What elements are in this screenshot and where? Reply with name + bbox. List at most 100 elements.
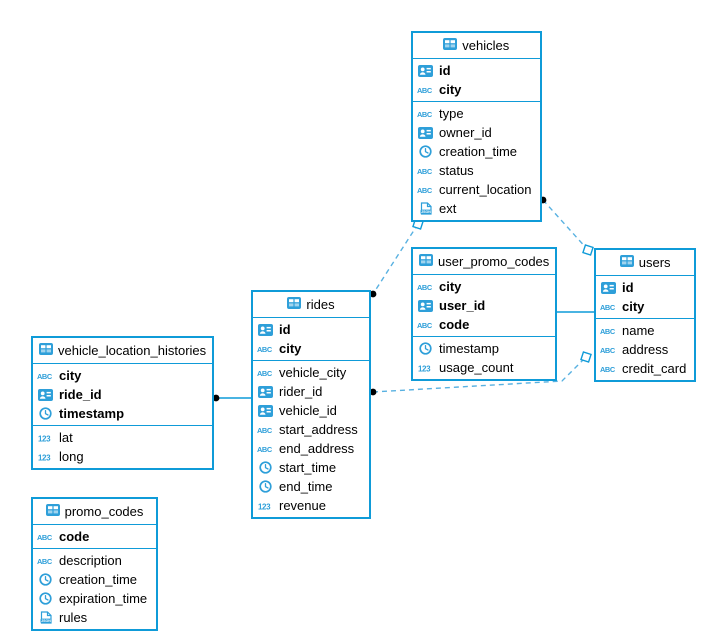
column-name: code — [439, 317, 470, 332]
table-vehicles[interactable]: vehicles id ABC city ABC type owner_id cre… — [411, 31, 542, 222]
column-creation_time[interactable]: creation_time — [413, 142, 540, 161]
column-name: description — [59, 553, 122, 568]
table-header[interactable]: vehicles — [413, 33, 540, 59]
column-id[interactable]: id — [413, 61, 540, 80]
column-id[interactable]: id — [596, 278, 694, 297]
number-column-icon: 123 — [37, 433, 54, 443]
column-name: expiration_time — [59, 591, 148, 606]
id-column-icon — [257, 323, 274, 336]
id-column-icon — [417, 64, 434, 77]
table-icon — [443, 36, 458, 55]
relationship-vehicles-rides[interactable] — [372, 223, 419, 295]
column-name: city — [439, 279, 462, 294]
column-name: city — [439, 82, 462, 97]
column-city[interactable]: ABC city — [413, 80, 540, 99]
column-name: start_time — [279, 460, 337, 475]
column-name: id — [279, 322, 291, 337]
column-owner_id[interactable]: owner_id — [413, 123, 540, 142]
column-address[interactable]: ABC address — [596, 340, 694, 359]
column-rider_id[interactable]: rider_id — [253, 382, 369, 401]
text-column-icon: ABC — [417, 85, 434, 95]
column-name: timestamp — [59, 406, 125, 421]
column-name: current_location — [439, 182, 532, 197]
svg-text:ABC: ABC — [417, 110, 433, 119]
text-column-icon: ABC — [37, 556, 54, 566]
relationship-rides-users[interactable] — [372, 356, 587, 393]
column-user_id[interactable]: user_id — [413, 296, 555, 315]
clock-column-icon — [417, 342, 434, 355]
column-ride_id[interactable]: ride_id — [33, 385, 212, 404]
relationship-vehicles-users[interactable] — [542, 199, 589, 251]
text-column-icon: ABC — [600, 345, 617, 355]
column-name: address — [622, 342, 669, 357]
column-timestamp[interactable]: timestamp — [33, 404, 212, 423]
column-timestamp[interactable]: timestamp — [413, 339, 555, 358]
clock-column-icon — [37, 407, 54, 420]
svg-text:ABC: ABC — [417, 167, 433, 176]
table-header[interactable]: users — [596, 250, 695, 276]
text-column-icon: ABC — [257, 425, 274, 435]
table-title: user_promo_codes — [438, 254, 550, 269]
svg-text:JSON: JSON — [421, 210, 431, 214]
column-name: name — [622, 323, 655, 338]
number-column-icon: 123 — [417, 363, 434, 373]
column-id[interactable]: id — [253, 320, 369, 339]
clock-column-icon — [257, 480, 274, 493]
column-name: city — [59, 368, 82, 383]
column-description[interactable]: ABC description — [33, 551, 156, 570]
column-vehicle_id[interactable]: vehicle_id — [253, 401, 369, 420]
table-header[interactable]: user_promo_codes — [413, 249, 556, 275]
column-expiration_time[interactable]: expiration_time — [33, 589, 156, 608]
table-header[interactable]: vehicle_location_histories — [33, 338, 213, 364]
key-columns-section: id ABC city — [413, 59, 540, 101]
svg-text:ABC: ABC — [600, 303, 616, 312]
column-creation_time[interactable]: creation_time — [33, 570, 156, 589]
id-column-icon — [37, 388, 54, 401]
column-name: type — [439, 106, 464, 121]
table-title: vehicles — [462, 38, 510, 53]
cardinality-dot-marker — [212, 394, 220, 402]
id-column-icon — [257, 385, 274, 398]
table-title: promo_codes — [64, 504, 144, 519]
text-column-icon: ABC — [600, 364, 617, 374]
cardinality-dot-marker — [369, 290, 377, 298]
column-name: rider_id — [279, 384, 323, 399]
table-title: rides — [306, 297, 335, 312]
clock-column-icon — [37, 573, 54, 586]
table-header[interactable]: rides — [253, 292, 369, 318]
table-header[interactable]: promo_codes — [33, 499, 156, 525]
column-end_time[interactable]: end_time — [253, 477, 369, 496]
column-name: user_id — [439, 298, 486, 313]
column-type[interactable]: ABC type — [413, 104, 540, 123]
column-start_time[interactable]: start_time — [253, 458, 369, 477]
